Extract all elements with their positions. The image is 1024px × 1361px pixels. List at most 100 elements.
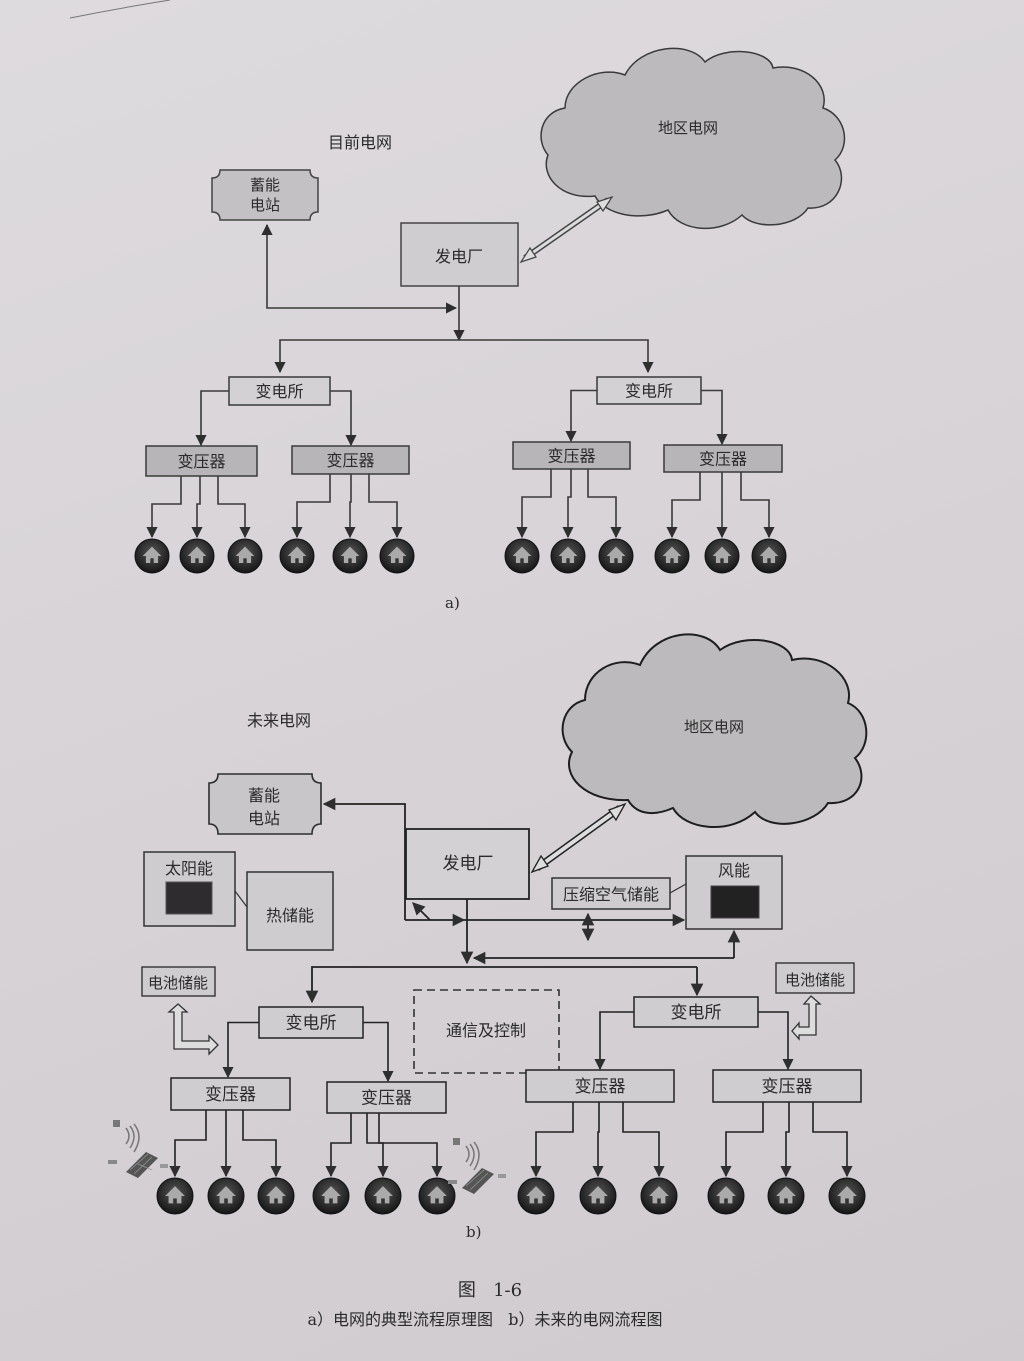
connector bbox=[330, 390, 357, 447]
connector bbox=[587, 469, 622, 539]
power-plant-a: 发电厂 bbox=[400, 222, 519, 287]
substation: 变电所 bbox=[633, 996, 759, 1028]
home-icon bbox=[179, 538, 215, 574]
regional-grid-label-b: 地区电网 bbox=[684, 718, 744, 736]
connector bbox=[459, 339, 654, 374]
connector bbox=[217, 476, 251, 539]
connector bbox=[592, 1102, 604, 1178]
home-icon bbox=[704, 538, 740, 574]
home-icon bbox=[579, 1177, 617, 1215]
storage-station-a: 蓄能 电站 bbox=[211, 169, 319, 221]
battery-storage-left-label: 电池储能 bbox=[148, 974, 208, 992]
home-icon bbox=[654, 538, 690, 574]
regional-grid-label-a: 地区电网 bbox=[658, 119, 718, 137]
transformer-label: 变压器 bbox=[177, 452, 225, 471]
bidirectional-hollow-arrow-a bbox=[519, 195, 614, 264]
connector bbox=[516, 469, 552, 539]
home-icon bbox=[279, 538, 315, 574]
connector bbox=[565, 389, 597, 443]
figure-caption: a）电网的典型流程原理图 b）未来的电网流程图 bbox=[307, 1310, 662, 1329]
transformer: 变压器 bbox=[291, 445, 410, 475]
substation-label: 变电所 bbox=[671, 1003, 722, 1023]
substation-label: 变电所 bbox=[286, 1014, 337, 1034]
transformer: 变压器 bbox=[663, 444, 783, 473]
wind-turbine-icon bbox=[710, 885, 760, 919]
connector bbox=[322, 797, 406, 920]
storage-station-label-1: 蓄能 bbox=[248, 786, 280, 805]
home-icon bbox=[156, 1177, 194, 1215]
diagram-b-title: 未来电网 bbox=[247, 711, 311, 730]
home-icon bbox=[257, 1177, 295, 1215]
communication-control-box: 通信及控制 bbox=[413, 989, 560, 1074]
compressed-air-storage-box: 压缩空气储能 bbox=[551, 877, 671, 910]
transformer-label: 变压器 bbox=[326, 451, 374, 470]
home-icon bbox=[332, 538, 368, 574]
connector bbox=[740, 472, 775, 539]
home-icon bbox=[767, 1177, 805, 1215]
transformer-label: 变压器 bbox=[762, 1077, 813, 1097]
connector bbox=[261, 223, 458, 314]
connector bbox=[720, 1102, 764, 1178]
connector bbox=[378, 1113, 443, 1178]
diagram-a-sublabel: a) bbox=[445, 594, 460, 612]
diagram-a: 目前电网 地区电网 蓄能 电站 发电厂 bbox=[134, 47, 846, 612]
storage-station-label-1: 蓄能 bbox=[250, 176, 280, 194]
battery-storage-left: 电池储能 bbox=[141, 966, 216, 997]
connector bbox=[368, 474, 403, 539]
home-icon bbox=[312, 1177, 350, 1215]
connector bbox=[666, 472, 701, 539]
thermal-storage-label: 热储能 bbox=[266, 906, 314, 925]
substation-label: 变电所 bbox=[625, 382, 673, 401]
transformer: 变压器 bbox=[512, 441, 631, 470]
solar-box: 太阳能 bbox=[143, 851, 236, 927]
connector bbox=[305, 966, 697, 1004]
connector bbox=[669, 883, 687, 894]
storage-station-label-2: 电站 bbox=[248, 809, 280, 828]
connector bbox=[758, 1011, 794, 1071]
connector bbox=[780, 1102, 792, 1178]
home-icon bbox=[707, 1177, 745, 1215]
transformer: 变压器 bbox=[326, 1081, 447, 1114]
power-plant-b: 发电厂 bbox=[405, 828, 530, 900]
home-icon bbox=[379, 538, 415, 574]
power-plant-label-b: 发电厂 bbox=[443, 854, 494, 874]
transformer: 变压器 bbox=[145, 445, 258, 477]
regional-grid-cloud-b: 地区电网 bbox=[561, 633, 868, 829]
compressed-air-storage-label: 压缩空气储能 bbox=[563, 885, 659, 904]
connector bbox=[812, 1102, 853, 1178]
communication-control-label: 通信及控制 bbox=[446, 1021, 526, 1040]
home-icon bbox=[751, 538, 787, 574]
connector bbox=[191, 476, 203, 539]
bidirectional-hollow-arrow-b bbox=[530, 802, 627, 874]
connector bbox=[530, 1102, 574, 1178]
home-icon bbox=[598, 538, 634, 574]
battery-storage-right: 电池储能 bbox=[775, 962, 855, 994]
connector bbox=[344, 474, 356, 539]
substation-label: 变电所 bbox=[255, 382, 303, 401]
storage-station-b: 蓄能 电站 bbox=[208, 773, 322, 835]
connector bbox=[146, 476, 182, 539]
power-plant-label-a: 发电厂 bbox=[435, 247, 483, 266]
wireless-solar-icon-left bbox=[108, 1120, 168, 1178]
home-icon bbox=[640, 1177, 678, 1215]
figure-number: 图 1-6 bbox=[458, 1280, 522, 1301]
home-icon bbox=[504, 538, 540, 574]
home-icon bbox=[418, 1177, 456, 1215]
home-icon bbox=[134, 538, 170, 574]
connector bbox=[363, 1021, 394, 1083]
transformer: 变压器 bbox=[170, 1077, 291, 1111]
connector bbox=[234, 890, 248, 908]
connector bbox=[701, 389, 728, 446]
diagram-b-sublabel: b) bbox=[466, 1223, 481, 1241]
home-icon bbox=[517, 1177, 555, 1215]
wind-label: 风能 bbox=[718, 861, 750, 880]
transformer-label: 变压器 bbox=[699, 450, 747, 469]
home-icon bbox=[364, 1177, 402, 1215]
transformer-label: 变压器 bbox=[575, 1077, 626, 1097]
substation: 变电所 bbox=[228, 376, 331, 406]
battery-storage-right-label: 电池储能 bbox=[785, 971, 845, 989]
transformer-label: 变压器 bbox=[361, 1089, 412, 1109]
diagram-b: 未来电网 地区电网 蓄能 电站 发电厂 太阳能 bbox=[108, 633, 868, 1241]
home-icon bbox=[828, 1177, 866, 1215]
